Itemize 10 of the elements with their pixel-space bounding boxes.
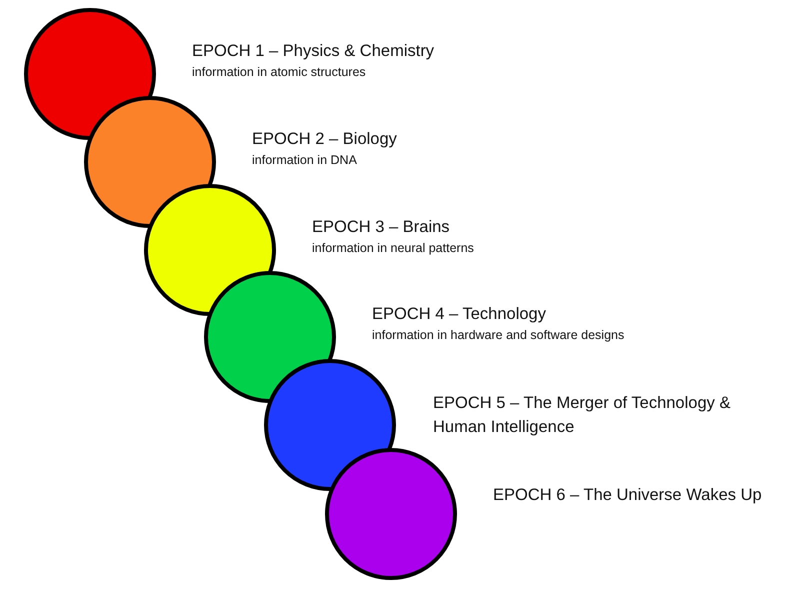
epoch-heading: EPOCH 6 – The Universe Wakes Up xyxy=(493,485,763,506)
epoch-description: information in atomic structures xyxy=(192,64,367,81)
epoch-description: information in hardware and software designs xyxy=(372,327,626,344)
epoch-heading: EPOCH 2 – Biology xyxy=(252,129,398,150)
epoch-description: information in DNA xyxy=(252,152,358,169)
epoch-heading: EPOCH 4 – Technology xyxy=(372,304,547,325)
epoch-description: information in neural patterns xyxy=(312,240,475,257)
epoch-heading: EPOCH 5 – The Merger of Technology & Human Intelligence xyxy=(433,393,732,438)
epoch-heading: EPOCH 1 – Physics & Chemistry xyxy=(192,41,436,62)
epoch-heading: EPOCH 3 – Brains xyxy=(312,217,451,238)
